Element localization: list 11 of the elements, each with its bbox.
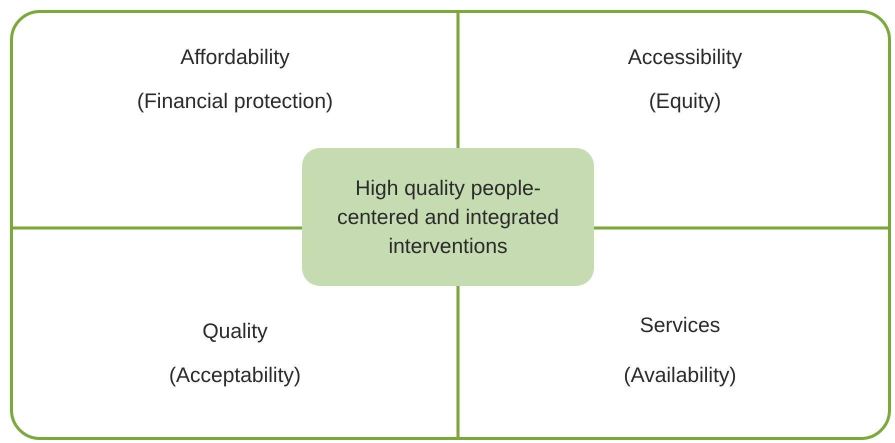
quadrant-subheading: (Availability) bbox=[622, 364, 738, 388]
center-text: High quality people-centered and integrated interventions bbox=[336, 176, 560, 260]
quadrant-subheading: (Financial protection) bbox=[136, 90, 334, 114]
rounded-frame bbox=[10, 10, 891, 440]
quadrant-heading: Accessibility bbox=[626, 46, 744, 70]
center-box bbox=[302, 148, 594, 286]
quadrant-subheading: (Equity) bbox=[648, 90, 722, 114]
quadrant-heading: Services bbox=[638, 314, 722, 338]
quadrant-heading: Affordability bbox=[179, 46, 291, 70]
quadrant-subheading: (Acceptability) bbox=[168, 364, 302, 388]
quadrant-heading: Quality bbox=[201, 320, 269, 344]
